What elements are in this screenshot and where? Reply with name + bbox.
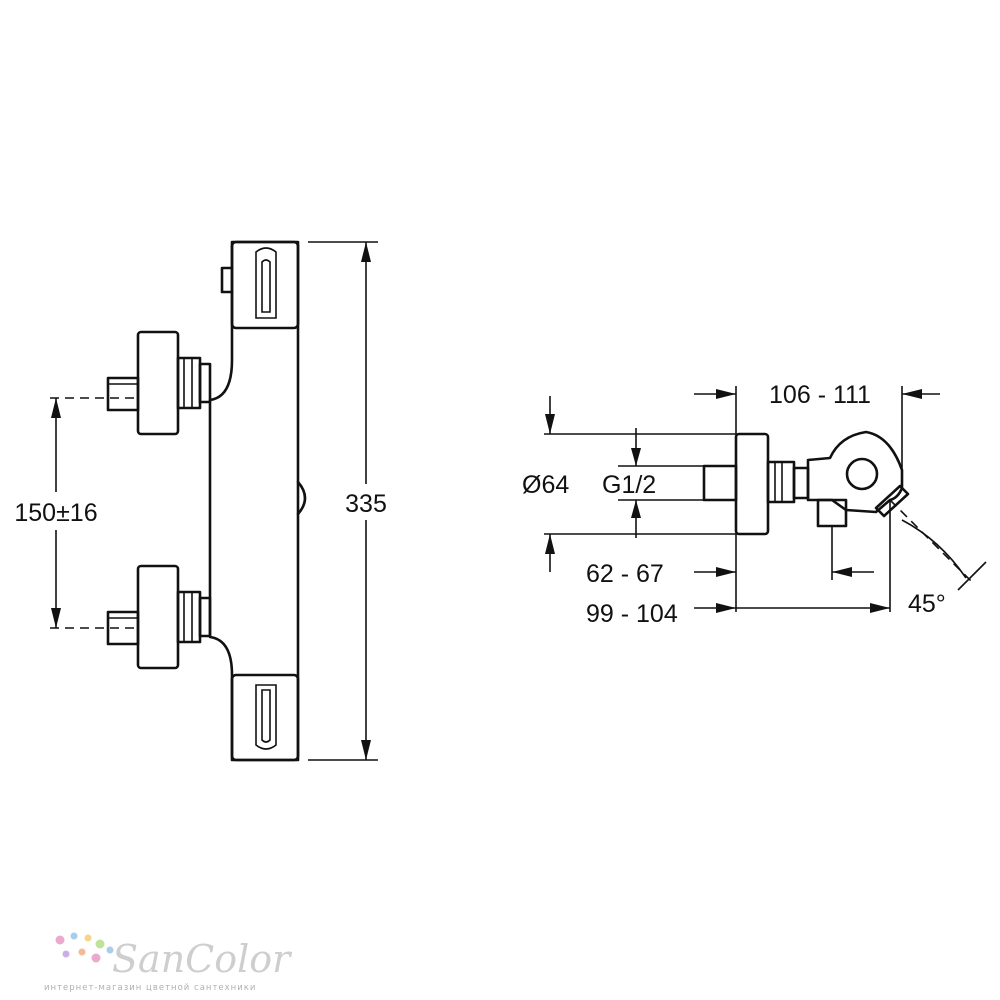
logo-tagline: интернет-магазин цветной сантехники: [44, 983, 256, 993]
inlet-spacing-label: 150±16: [14, 499, 97, 527]
bottom-handle: [230, 673, 300, 762]
depth-mid-arrow-left: [716, 567, 736, 577]
logo-dot: [55, 935, 65, 945]
depth-bottom-label: 99 - 104: [586, 600, 678, 628]
angle-label: 45°: [908, 590, 946, 618]
diameter-arrow-bottom: [545, 534, 555, 554]
depth-bottom-arrow-right: [870, 603, 890, 613]
mixer-body: [208, 240, 300, 762]
angle-arc: [901, 519, 967, 579]
top-handle-nib: [220, 266, 234, 294]
logo-dots: [55, 932, 114, 963]
thread-arrow-top: [631, 448, 641, 466]
connection-stem: [792, 466, 810, 500]
depth-bottom-arrow-left: [716, 603, 736, 613]
depth-top-arrow-left: [716, 389, 736, 399]
height-label-bg: [340, 484, 396, 520]
outlet-spout: [816, 498, 848, 528]
logo-dot: [70, 932, 78, 940]
top-handle-groove: [255, 247, 277, 319]
wall-rosette: [734, 432, 770, 536]
logo-dot: [91, 953, 101, 963]
watermark-logo: SanColor интернет-магазин цветной сантех…: [44, 932, 293, 993]
logo-dot: [78, 948, 86, 956]
diameter-arrow-top: [545, 414, 555, 434]
height-arrow-top: [361, 242, 371, 262]
center-bump: [296, 480, 307, 516]
front-view: 150±16 335: [2, 240, 396, 762]
depth-mid-label: 62 - 67: [586, 560, 664, 588]
thread-arrow-bottom: [631, 500, 641, 518]
connection-nut: [766, 460, 796, 504]
angle-tick: [957, 561, 987, 591]
logo-brand-text: SanColor: [112, 937, 293, 981]
logo-dot: [95, 939, 105, 949]
top-handle: [230, 240, 300, 330]
thread-label: G1/2: [602, 471, 656, 499]
control-knob: [845, 457, 879, 491]
depth-mid-arrow-right: [832, 567, 852, 577]
diameter-label: Ø64: [522, 471, 569, 499]
inlet-nipple: [702, 464, 738, 502]
upper-inlet: [106, 330, 212, 436]
inlet-spacing-arrow-bottom: [51, 608, 61, 628]
height-arrow-bottom: [361, 740, 371, 760]
height-label: 335: [345, 490, 387, 518]
depth-top-label: 106 - 111: [769, 381, 871, 409]
logo-dot: [62, 950, 70, 958]
logo-dot: [84, 934, 92, 942]
inlet-spacing-label-bg: [2, 492, 110, 530]
logo-dot: [106, 946, 114, 954]
depth-top-arrow-right: [902, 389, 922, 399]
side-view: G1/2 Ø64 106 - 111 62 - 67 99 - 104: [522, 381, 987, 628]
lever-tip: [874, 484, 910, 518]
lower-inlet: [106, 564, 212, 670]
inlet-spacing-arrow-top: [51, 398, 61, 418]
bottom-handle-groove: [255, 684, 277, 750]
